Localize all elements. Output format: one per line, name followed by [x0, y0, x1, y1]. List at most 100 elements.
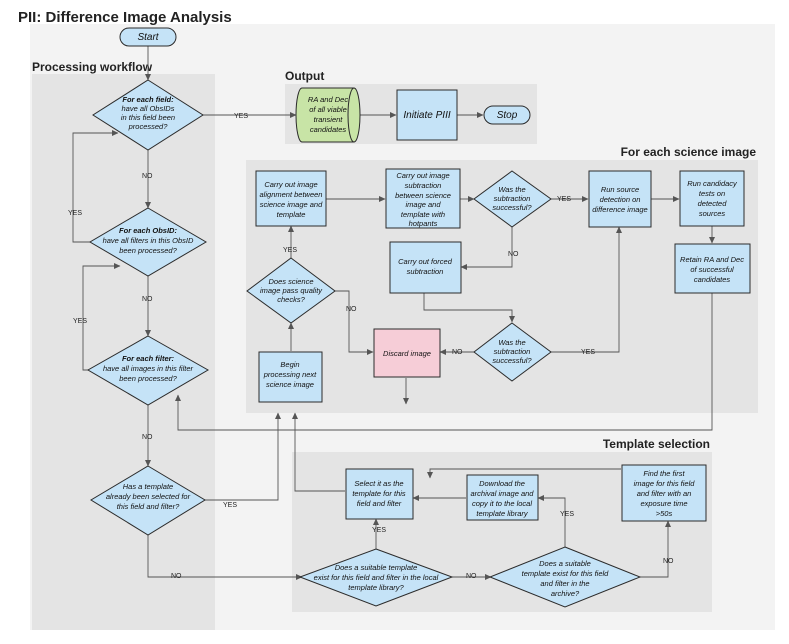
svg-text:candidates: candidates [694, 275, 731, 284]
svg-text:detection on: detection on [600, 195, 641, 204]
quality-decision: Does science image pass quality checks? [246, 257, 336, 324]
local-template-decision: Does a suitable template exist for this … [298, 548, 454, 607]
edge-qual-discard [325, 290, 374, 355]
label-yes-qual: YES [283, 247, 297, 254]
svg-text:Carry out image: Carry out image [264, 180, 317, 189]
svg-text:Begin: Begin [280, 360, 299, 369]
svg-text:checks?: checks? [277, 295, 305, 304]
svg-text:and filter with an: and filter with an [637, 489, 692, 498]
svg-text:candidates: candidates [310, 125, 347, 134]
svg-text:Carry out forced: Carry out forced [398, 257, 453, 266]
svg-text:science image: science image [266, 380, 314, 389]
label-yes-succ2: YES [581, 349, 595, 356]
svg-text:between science: between science [395, 191, 451, 200]
label-no-succ2: NO [452, 349, 463, 356]
edge-select-begin [292, 412, 345, 492]
svg-text:successful?: successful? [492, 203, 532, 212]
start-node: Start [119, 27, 177, 47]
edge-succ2-detect [551, 226, 622, 353]
svg-text:Carry out image: Carry out image [396, 171, 449, 180]
svg-text:processing next: processing next [263, 370, 317, 379]
svg-text:Was the: Was the [498, 185, 525, 194]
svg-text:Retain RA and Dec: Retain RA and Dec [680, 255, 744, 264]
begin-node: Begin processing next science image [258, 351, 323, 403]
svg-text:template library: template library [476, 509, 529, 518]
svg-text:field and filter: field and filter [357, 499, 402, 508]
svg-text:template: template [277, 210, 306, 219]
svg-text:already been selected for: already been selected for [106, 492, 191, 501]
svg-text:For each ObsID:: For each ObsID: [119, 226, 177, 235]
svg-text:processed?: processed? [128, 122, 169, 131]
edge-succ1-forced [460, 227, 513, 270]
svg-text:sources: sources [699, 209, 726, 218]
align-node: Carry out image alignment between scienc… [255, 170, 327, 227]
svg-text:template exist for this field: template exist for this field [522, 569, 610, 578]
label-no-succ1: NO [508, 251, 519, 258]
svg-text:Was the: Was the [498, 338, 525, 347]
edge-template-begin [203, 412, 281, 501]
svg-text:science image and: science image and [260, 200, 323, 209]
start-label: Start [137, 32, 159, 43]
svg-text:and filter in the: and filter in the [540, 579, 589, 588]
edge-archive-download [537, 495, 566, 547]
connectors [72, 46, 715, 580]
success2-decision: Was the subtraction successful? [473, 322, 552, 382]
label-no-field: NO [142, 173, 153, 180]
svg-text:Initiate PIII: Initiate PIII [403, 110, 450, 121]
label-yes-field: YES [234, 113, 248, 120]
svg-text:in this field been: in this field been [121, 113, 175, 122]
success1-decision: Was the subtraction successful? [473, 170, 552, 228]
svg-text:template with: template with [401, 210, 445, 219]
download-node: Download the archival image and copy it … [466, 474, 539, 521]
svg-text:of all viable: of all viable [309, 105, 347, 114]
svg-text:For each field:: For each field: [122, 95, 174, 104]
svg-text:alignment between: alignment between [260, 190, 323, 199]
svg-text:Discard image: Discard image [383, 349, 431, 358]
svg-text:transient: transient [314, 115, 344, 124]
label-yes-template: YES [223, 502, 237, 509]
field-decision: For each field: have all ObsIDs in this … [92, 79, 204, 151]
svg-text:subtraction: subtraction [405, 181, 442, 190]
svg-text:image for this field: image for this field [634, 479, 696, 488]
svg-text:copy it to the local: copy it to the local [472, 499, 532, 508]
edge-retain-filter [175, 293, 713, 431]
archive-decision: Does a suitable template exist for this … [488, 546, 642, 608]
template-section-title: Template selection [603, 437, 710, 451]
label-no-qual: NO [346, 306, 357, 313]
svg-text:Find the first: Find the first [643, 469, 685, 478]
label-yes-archive: YES [560, 511, 574, 518]
edge-obsid-field [72, 130, 119, 243]
svg-text:Stop: Stop [497, 110, 518, 121]
stop-node: Stop [483, 105, 531, 125]
svg-text:Download the: Download the [479, 479, 525, 488]
svg-text:tests on: tests on [699, 189, 725, 198]
svg-text:detected: detected [698, 199, 728, 208]
label-yes-local: YES [372, 527, 386, 534]
svg-text:subtraction: subtraction [494, 194, 531, 203]
output-section-title: Output [285, 69, 324, 83]
discard-node: Discard image [373, 328, 441, 378]
svg-text:Select it as the: Select it as the [354, 479, 403, 488]
svg-text:subtraction: subtraction [494, 347, 531, 356]
svg-text:template library?: template library? [348, 583, 404, 592]
edge-first-select [427, 468, 621, 479]
svg-text:Does a suitable template: Does a suitable template [335, 563, 418, 572]
svg-text:RA and Dec: RA and Dec [308, 95, 348, 104]
svg-text:have all images in this filter: have all images in this filter [103, 364, 194, 373]
svg-text:exposure time: exposure time [640, 499, 687, 508]
initiate-node: Initiate PIII [396, 89, 458, 141]
svg-text:Does a suitable: Does a suitable [539, 559, 591, 568]
find-first-node: Find the first image for this field and … [621, 464, 707, 522]
processing-section-title: Processing workflow [32, 60, 153, 74]
svg-text:been processed?: been processed? [119, 246, 177, 255]
label-no-obsid: NO [142, 296, 153, 303]
svg-text:difference image: difference image [592, 205, 647, 214]
svg-text:been processed?: been processed? [119, 374, 177, 383]
svg-text:have all filters in this ObsID: have all filters in this ObsID [103, 236, 194, 245]
svg-text:hotpants: hotpants [409, 219, 438, 228]
label-yes-filter: YES [73, 318, 87, 325]
label-no-archive: NO [663, 558, 674, 565]
edge-template-local [147, 535, 303, 580]
svg-text:this field and filter?: this field and filter? [117, 502, 180, 511]
detect-node: Run source detection on difference image [588, 170, 652, 228]
